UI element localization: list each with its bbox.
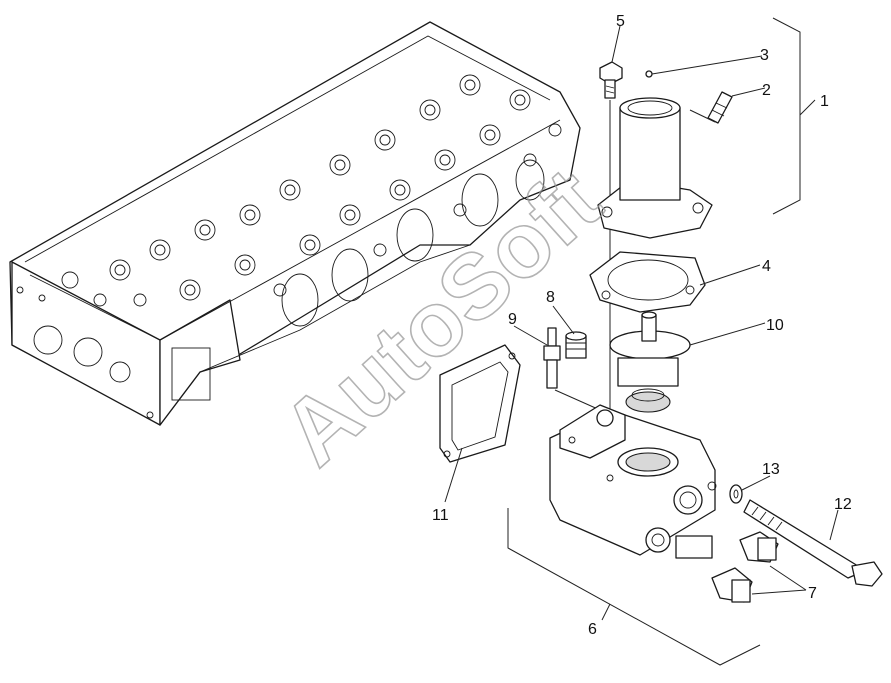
cylinder-head [9, 21, 581, 426]
callout-1: 1 [820, 93, 829, 110]
part-12-long-bolt [743, 499, 883, 587]
callout-7: 7 [808, 585, 817, 602]
part-4-gasket [589, 251, 706, 313]
callout-12: 12 [834, 496, 852, 513]
callout-4: 4 [762, 258, 771, 275]
part-8-plug [565, 331, 587, 359]
callout-3: 3 [760, 47, 769, 64]
callout-5: 5 [616, 13, 625, 30]
callout-8: 8 [546, 289, 555, 306]
part-9-sensor [543, 327, 601, 411]
part-7-plugs [711, 531, 779, 603]
part-13-washer [729, 484, 743, 504]
leader-lines [444, 25, 839, 621]
callout-10: 10 [766, 317, 784, 334]
callout-11: 11 [432, 507, 449, 524]
part-1-thermostat-cover [597, 97, 716, 239]
bracket-part-6 [507, 508, 761, 666]
part-2-bleed-screw [707, 91, 733, 124]
callout-2: 2 [762, 82, 771, 99]
part-11-side-gasket [439, 344, 521, 463]
part-6-housing [549, 404, 717, 559]
callout-13: 13 [762, 461, 780, 478]
part-10-thermostat [609, 311, 691, 413]
callout-labels: 5 3 2 1 4 10 8 9 11 12 13 7 6 [432, 13, 852, 638]
callout-9: 9 [508, 311, 517, 328]
bracket-part-1 [772, 17, 801, 215]
part-3-ball [645, 70, 653, 78]
callout-6: 6 [588, 621, 597, 638]
